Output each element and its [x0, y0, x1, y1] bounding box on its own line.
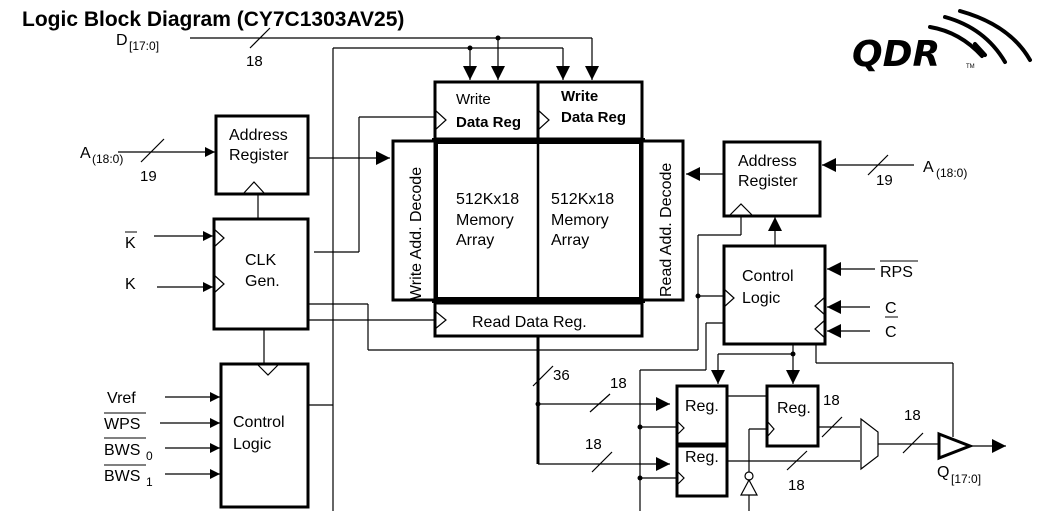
read-bus-width: 36 — [553, 367, 570, 384]
d-in-width: 18 — [246, 53, 263, 70]
write-addr-decode — [391, 139, 437, 302]
bws1-label: BWS — [104, 468, 140, 485]
write-data-reg-2-line1: Write — [561, 88, 598, 105]
control-logic-right — [722, 244, 827, 346]
mem-1-line3: Array — [456, 232, 494, 249]
clk-gen-line2: Gen. — [245, 273, 280, 290]
inverter-icon — [740, 428, 767, 511]
bws0-sub: 0 — [146, 449, 153, 463]
reg-lower-width: 18 — [585, 436, 602, 453]
out-reg-width: 18 — [823, 392, 840, 409]
mux-lower-width: 18 — [788, 477, 805, 494]
bws1-sub: 1 — [146, 475, 153, 489]
reg-c-label: Reg. — [777, 400, 811, 417]
addr-left-width: 19 — [140, 168, 157, 185]
q-out-sub: [17:0] — [951, 472, 981, 486]
output-buffer-icon — [937, 431, 975, 461]
clk-gen — [212, 217, 310, 331]
c-bar-label: C — [885, 324, 897, 341]
control-left-line1: Control — [233, 414, 285, 431]
mux-out-width: 18 — [904, 407, 921, 424]
mem-2-line1: 512Kx18 — [551, 191, 614, 208]
write-addr-decode-label: Write Add. Decode — [408, 167, 425, 300]
reg-upper-width: 18 — [610, 375, 627, 392]
control-right-line1: Control — [742, 268, 794, 285]
qdr-logo-text: QDR — [852, 34, 940, 75]
addr-left-label: A — [80, 145, 91, 162]
reg-b-label: Reg. — [685, 449, 719, 466]
q-out-label: Q — [937, 464, 949, 481]
qdr-trademark: TM — [966, 64, 975, 70]
addr-reg-right-line2: Register — [738, 173, 798, 190]
vref-label: Vref — [107, 390, 136, 407]
address-register-right — [722, 140, 822, 218]
d-in-label: D — [116, 32, 128, 49]
write-data-reg-2 — [536, 80, 644, 141]
read-data-reg-label: Read Data Reg. — [472, 314, 587, 331]
wps-label: WPS — [104, 416, 140, 433]
control-logic-left — [219, 362, 310, 509]
control-left-line2: Logic — [233, 436, 271, 453]
reg-a-label: Reg. — [685, 398, 719, 415]
mem-1-line1: 512Kx18 — [456, 191, 519, 208]
addr-right-sub: (18:0) — [936, 166, 967, 180]
write-data-reg-1-line2: Data Reg — [456, 114, 521, 131]
k-bar-label: K — [125, 235, 136, 252]
mem-2-line2: Memory — [551, 212, 609, 229]
addr-reg-right-line1: Address — [738, 153, 797, 170]
mem-1-line2: Memory — [456, 212, 514, 229]
read-addr-decode-label: Read Add. Decode — [658, 163, 675, 297]
addr-right-label: A — [923, 159, 934, 176]
reg-c — [765, 384, 820, 448]
reg-b — [675, 444, 729, 498]
read-addr-decode — [640, 139, 685, 302]
mem-2-line3: Array — [551, 232, 589, 249]
rps-label: RPS — [880, 264, 913, 281]
addr-right-width: 19 — [876, 172, 893, 189]
qdr-wave-icon — [928, 9, 1032, 64]
diagram-title: Logic Block Diagram (CY7C1303AV25) — [22, 8, 404, 31]
addr-reg-left-line2: Register — [229, 147, 289, 164]
control-right-line2: Logic — [742, 290, 780, 307]
write-data-reg-2-line2: Data Reg — [561, 109, 626, 126]
c-label: C — [885, 300, 897, 317]
addr-left-sub: (18:0) — [92, 152, 123, 166]
address-register-left — [214, 114, 310, 196]
data-in-bus: D [17:0] 18 — [116, 27, 599, 511]
clk-gen-line1: CLK — [245, 252, 276, 269]
d-in-sub: [17:0] — [129, 39, 159, 53]
k-label: K — [125, 276, 136, 293]
addr-reg-left-line1: Address — [229, 127, 288, 144]
mux-icon — [860, 417, 879, 471]
write-data-reg-1-line1: Write — [456, 91, 491, 108]
qdr-logo: QDR TM — [852, 9, 1032, 75]
reg-a — [675, 384, 729, 446]
bws0-label: BWS — [104, 442, 140, 459]
